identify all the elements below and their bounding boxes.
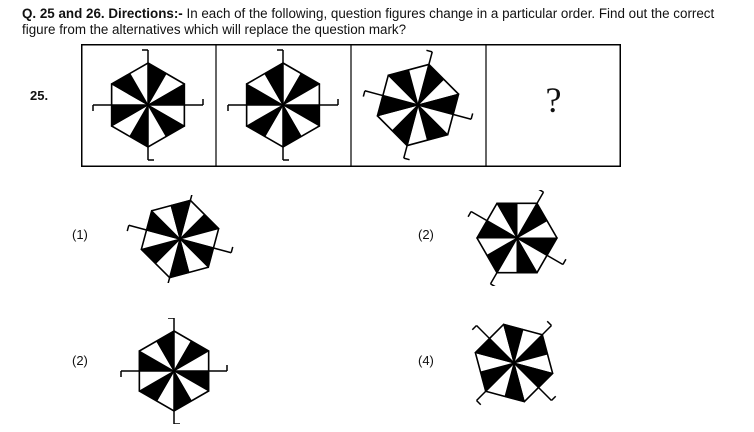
qfig3-axis-0-hook-a <box>403 157 410 161</box>
opt1-axis-1-hook-a <box>126 225 130 232</box>
question-figure-missing: ? <box>486 44 621 167</box>
option-4-label: (4) <box>418 353 434 368</box>
directions-text: In each of the following, question figur… <box>22 6 715 37</box>
option-3-label: (2) <box>72 353 88 368</box>
qfig3-axis-1 <box>364 90 472 120</box>
opt2-axis-0-hook-a <box>490 283 496 286</box>
opt1-axis-1-hook-b <box>230 246 234 253</box>
qfig3-axis-1-hook-a <box>362 90 366 97</box>
opt4-axis-1-hook-b <box>550 395 557 402</box>
question-figure-3-svg <box>362 49 474 161</box>
question-figure-2 <box>216 44 351 167</box>
opt4-axis-0-hook-b <box>546 320 553 327</box>
question-figure-3 <box>351 44 486 167</box>
opt4-axis-1 <box>475 324 553 402</box>
question-figure-strip: ? <box>81 44 621 167</box>
directions-heading: Q. 25 and 26. Directions:- <box>22 6 183 21</box>
opt2-axis-1-hook-a <box>467 211 472 218</box>
question-figure-1-svg <box>92 49 204 161</box>
opt4-axis-1-hook-a <box>471 324 478 331</box>
opt1-axis-1 <box>128 224 232 254</box>
option-2-label: (2) <box>418 227 434 242</box>
strip-frame <box>81 44 621 167</box>
opt2-axis-1 <box>470 210 564 266</box>
option-1-figure[interactable] <box>118 195 242 283</box>
question-figure-2-svg <box>227 49 339 161</box>
directions: Q. 25 and 26. Directions:- In each of th… <box>22 6 747 38</box>
option-1-label: (1) <box>72 227 88 242</box>
opt4-axis-0-hook-a <box>475 399 482 406</box>
opt2-axis-1-hook-b <box>562 258 567 265</box>
qfig3-axis-1-hook-b <box>470 113 474 120</box>
question-number: 25. <box>30 88 49 103</box>
question-mark: ? <box>545 80 562 120</box>
qfig3-axis-0-hook-b <box>426 49 433 53</box>
question-figure-1 <box>81 44 216 167</box>
opt2-axis-0-hook-b <box>538 190 544 193</box>
option-4-figure[interactable] <box>452 314 576 412</box>
option-3-figure[interactable] <box>112 318 236 424</box>
option-2-figure[interactable] <box>455 190 579 286</box>
